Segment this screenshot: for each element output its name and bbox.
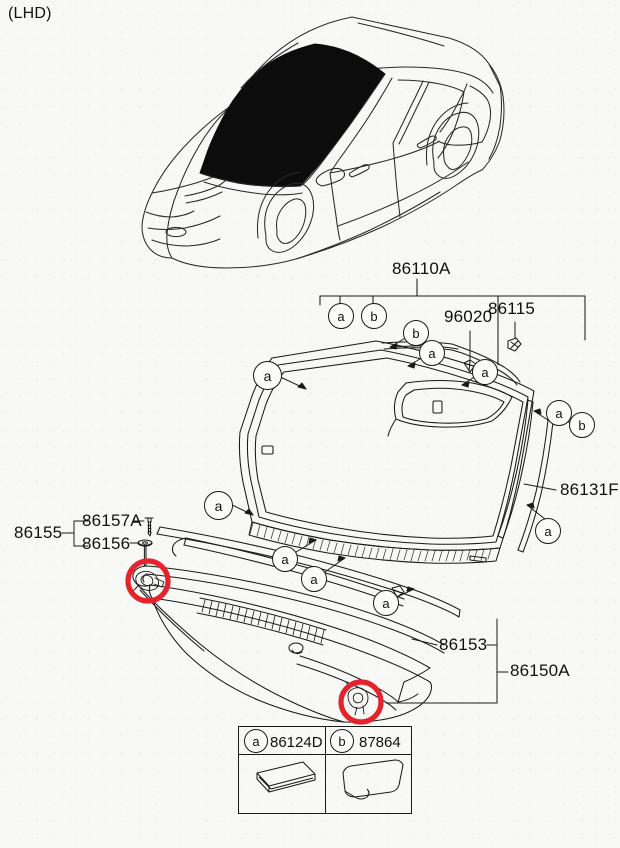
legend-box: a 86124D b 87864 <box>238 726 412 814</box>
callout-a-top-3: a <box>472 359 498 385</box>
vehicle-illustration <box>141 16 505 269</box>
part-label-86131F: 86131F <box>560 480 619 499</box>
callout-a-right-upper: a <box>546 400 572 426</box>
callout-a-left-upper: a <box>253 361 282 390</box>
legend-column-divider <box>325 727 326 813</box>
callout-a-top-1: a <box>328 303 354 329</box>
legend-part-86124D: 86124D <box>270 734 323 751</box>
part-label-86110A: 86110A <box>392 259 451 278</box>
orientation-label: (LHD) <box>8 5 52 22</box>
legend-part-87864: 87864 <box>359 734 401 751</box>
leader-lines <box>61 321 579 704</box>
cowl-panel-86150A <box>132 565 445 723</box>
molding-strip-icon <box>256 761 316 793</box>
part-label-86157A: 86157A <box>82 511 142 530</box>
cowl-clip-right-highlight <box>338 679 384 725</box>
callout-b-top-1: b <box>361 303 387 329</box>
legend-marker-b: b <box>330 729 354 753</box>
callout-a-cowl-2: a <box>301 566 327 592</box>
part-label-86115: 86115 <box>488 299 536 318</box>
callout-a-left-lower: a <box>204 491 233 520</box>
part-label-86155: 86155 <box>14 523 63 542</box>
side-molding-86131F <box>497 399 554 553</box>
part-label-86156: 86156 <box>82 534 131 553</box>
callout-b-right-upper: b <box>569 412 595 438</box>
callout-a-cowl-1: a <box>272 546 298 572</box>
screw-86157A <box>144 517 154 537</box>
callout-a-right-lower: a <box>535 518 561 544</box>
leader-bracket-86110A <box>319 278 586 366</box>
cowl-clip-left-highlight <box>125 558 171 604</box>
upper-molding-86110A-trim <box>381 341 521 437</box>
fastener-86115 <box>507 337 522 352</box>
part-label-96020: 96020 <box>444 307 493 326</box>
adhesive-pad-icon <box>342 759 404 800</box>
cowl-clip-right-detail <box>345 681 369 716</box>
callout-a-top-2: a <box>419 340 445 366</box>
cowl-clip-left-detail <box>132 570 165 592</box>
part-label-86150A: 86150A <box>510 661 570 680</box>
callout-a-cowl-3: a <box>373 590 399 616</box>
legend-marker-a: a <box>244 729 268 753</box>
part-label-86153: 86153 <box>439 635 488 654</box>
